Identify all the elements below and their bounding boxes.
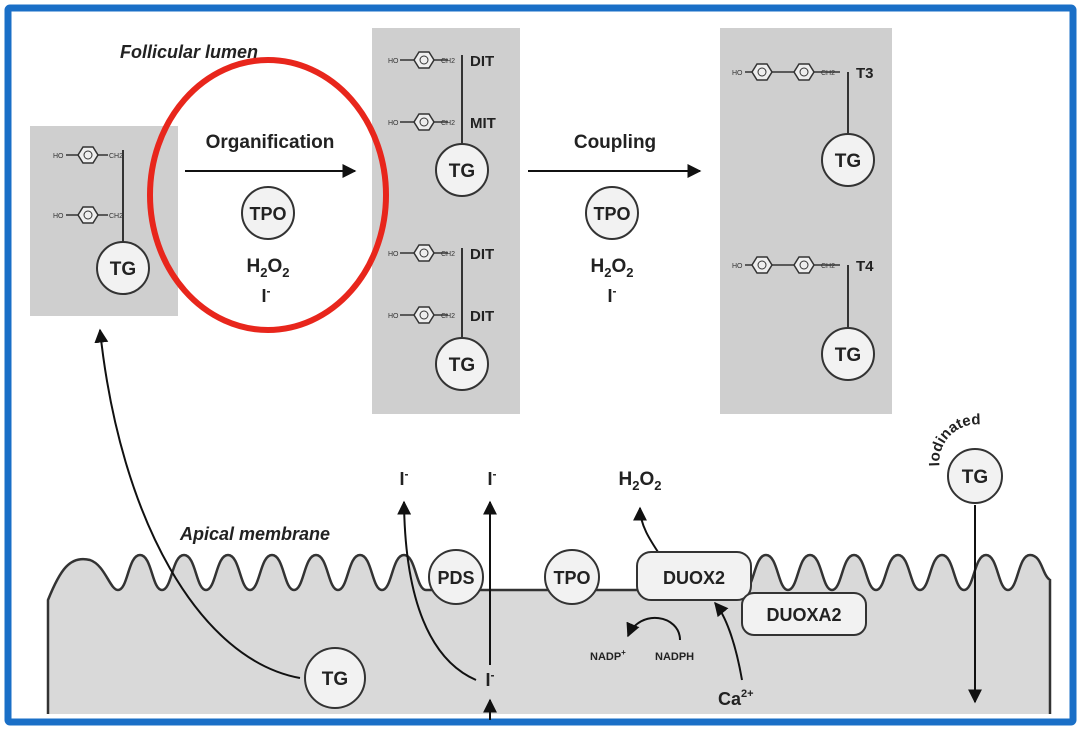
tpo-circle xyxy=(241,186,295,240)
iodide-label: I- xyxy=(261,284,270,306)
svg-text:CH2: CH2 xyxy=(441,251,455,258)
svg-text:DIT: DIT xyxy=(470,53,494,70)
tg-circle xyxy=(96,241,150,295)
svg-text:TG: TG xyxy=(962,467,988,488)
h2o2-label: H2O2 xyxy=(591,256,634,280)
tg-secretion-arrow xyxy=(94,328,301,679)
svg-text:CH2: CH2 xyxy=(109,213,123,220)
svg-text:TPO: TPO xyxy=(249,204,286,224)
tyrosine-ring-icon: HO CH2 xyxy=(53,146,123,164)
iodide-label: I- xyxy=(607,284,616,306)
nadph-label: NADPH xyxy=(655,651,694,663)
tg-circle xyxy=(304,647,366,709)
nadp-label: NADP+ xyxy=(590,648,626,663)
highlight-ellipse xyxy=(147,57,389,333)
right-panel-molecules: HO CH2 T3 TG HO CH2 T4 TG xyxy=(732,63,875,381)
svg-text:HO: HO xyxy=(388,120,399,127)
left-panel-molecule: HO CH2 HO CH2 TG xyxy=(53,146,150,295)
svg-text:MIT: MIT xyxy=(470,115,496,132)
follicular-lumen-label: Follicular lumen xyxy=(120,42,258,62)
svg-text:T4: T4 xyxy=(856,258,874,275)
svg-text:TG: TG xyxy=(449,355,475,376)
tpo-circle xyxy=(585,186,639,240)
svg-text:CH2: CH2 xyxy=(441,58,455,65)
triiodothyronine-icon: HO CH2 T3 xyxy=(732,63,874,82)
iodide-pds-arrow xyxy=(397,500,477,681)
h2o2-label: H2O2 xyxy=(619,469,662,493)
duox2-box xyxy=(636,551,752,601)
h2o2-label: H2O2 xyxy=(247,256,290,280)
svg-text:CH2: CH2 xyxy=(109,153,123,160)
svg-text:HO: HO xyxy=(388,251,399,258)
svg-text:TG: TG xyxy=(322,669,348,690)
svg-text:HO: HO xyxy=(388,313,399,320)
frame-border xyxy=(4,4,1077,726)
svg-text:HO: HO xyxy=(732,70,743,77)
tyrosine-ring-icon: HO CH2 xyxy=(53,206,123,224)
tg-circle xyxy=(821,133,875,187)
svg-text:HO: HO xyxy=(732,263,743,270)
nadph-conversion-arrow xyxy=(626,617,681,641)
iodide-label: I- xyxy=(487,467,496,489)
svg-text:DIT: DIT xyxy=(470,308,494,325)
svg-text:CH2: CH2 xyxy=(441,313,455,320)
organification-label: Organification xyxy=(206,132,335,153)
monoiodotyrosine-icon: HO CH2 MIT xyxy=(388,113,496,132)
tg-circle xyxy=(435,337,489,391)
diiodotyrosine-icon: HO CH2 DIT xyxy=(388,244,494,263)
svg-text:HO: HO xyxy=(53,213,64,220)
thyroxine-icon: HO CH2 T4 xyxy=(732,256,874,275)
svg-text:TPO: TPO xyxy=(593,204,630,224)
tpo-circle xyxy=(544,549,600,605)
calcium-label: Ca2+ xyxy=(718,688,754,709)
svg-text:TG: TG xyxy=(449,161,475,182)
apical-membrane-label: Apical membrane xyxy=(179,524,330,544)
svg-text:TG: TG xyxy=(835,345,861,366)
svg-text:TG: TG xyxy=(110,259,136,280)
svg-text:TPO: TPO xyxy=(553,568,590,588)
svg-text:HO: HO xyxy=(53,153,64,160)
svg-text:CH2: CH2 xyxy=(441,120,455,127)
pds-circle xyxy=(428,549,484,605)
svg-text:CH2: CH2 xyxy=(821,70,835,77)
diiodotyrosine-icon: HO CH2 DIT xyxy=(388,51,494,70)
svg-text:T3: T3 xyxy=(856,65,874,82)
svg-text:DIT: DIT xyxy=(470,246,494,263)
duoxa2-box xyxy=(741,592,867,636)
tg-circle xyxy=(821,327,875,381)
iodide-label: I- xyxy=(399,467,408,489)
svg-text:CH2: CH2 xyxy=(821,263,835,270)
coupling-label: Coupling xyxy=(574,132,656,153)
svg-text:TG: TG xyxy=(835,151,861,172)
tg-circle xyxy=(435,143,489,197)
iodinated-tg-circle xyxy=(947,448,1003,504)
iodide-label: I- xyxy=(485,668,494,690)
middle-panel-molecules: HO CH2 DIT HO CH2 MIT TG HO CH2 DIT HO xyxy=(388,51,496,391)
svg-text:DUOX2: DUOX2 xyxy=(663,568,725,588)
svg-text:HO: HO xyxy=(388,58,399,65)
diiodotyrosine-icon: HO CH2 DIT xyxy=(388,306,494,325)
svg-text:PDS: PDS xyxy=(437,568,474,588)
calcium-arrow xyxy=(714,601,743,681)
svg-text:DUOXA2: DUOXA2 xyxy=(766,605,841,625)
